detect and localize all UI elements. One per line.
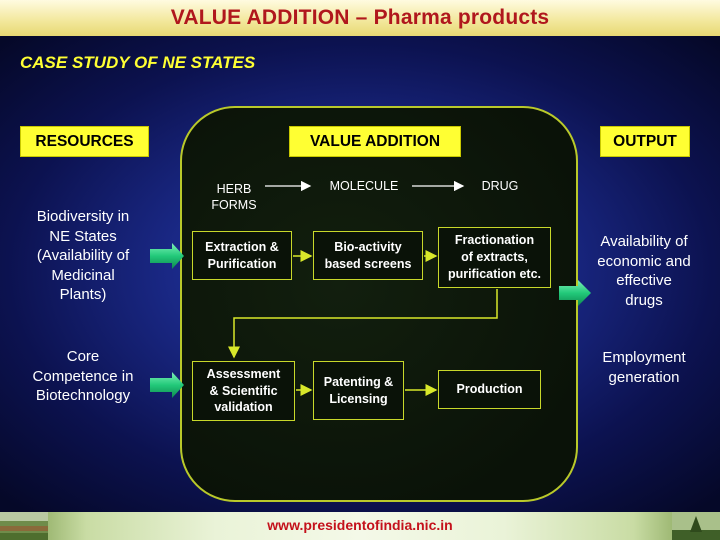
box-line: & Scientific bbox=[209, 383, 278, 398]
output-line: Employment bbox=[602, 349, 686, 366]
output-line: effective bbox=[616, 272, 672, 289]
drug-label: DRUG bbox=[481, 179, 519, 193]
box-line: based screens bbox=[324, 256, 412, 271]
output-header: OUTPUT bbox=[600, 126, 690, 157]
box-line: Fractionation bbox=[454, 233, 535, 248]
molecule-label: MOLECULE bbox=[329, 179, 399, 193]
output-employment: Employment generation bbox=[585, 348, 703, 387]
field-image-icon bbox=[0, 512, 48, 540]
box-line: Assessment bbox=[206, 366, 281, 381]
box-production: Production bbox=[438, 370, 541, 409]
value-addition-header: VALUE ADDITION bbox=[289, 126, 461, 157]
output-line: Availability of bbox=[600, 233, 688, 250]
output-line: economic and bbox=[597, 252, 691, 270]
footer-bar bbox=[0, 512, 720, 540]
box-line: of extracts, bbox=[461, 250, 528, 265]
footer-url[interactable]: www.presidentofindia.nic.in bbox=[267, 517, 453, 533]
output-line: drugs bbox=[625, 291, 663, 309]
slide-title: VALUE ADDITION – Pharma products bbox=[170, 6, 550, 29]
box-line: Production bbox=[456, 382, 523, 397]
output-availability: Availability of economic and effective d… bbox=[585, 232, 703, 310]
box-bioactivity: Bio-activity based screens bbox=[313, 231, 423, 280]
resource-line: Competence in bbox=[32, 367, 134, 385]
resource-biodiversity: Biodiversity in NE States (Availability … bbox=[18, 207, 148, 305]
box-line: Extraction & bbox=[205, 239, 279, 254]
box-line: Bio-activity bbox=[334, 239, 402, 254]
slide-subtitle: CASE STUDY OF NE STATES bbox=[20, 53, 256, 72]
resource-core-competence: Core Competence in Biotechnology bbox=[18, 347, 148, 406]
box-assessment: Assessment & Scientific validation bbox=[192, 361, 295, 421]
box-fractionation: Fractionation of extracts,purification et… bbox=[438, 227, 551, 288]
resource-line: Biodiversity in bbox=[36, 208, 130, 225]
green-arrow-biodiversity bbox=[150, 243, 184, 269]
box-line: Patenting & bbox=[323, 374, 394, 389]
value-addition-panel bbox=[180, 106, 578, 502]
box-line: Purification bbox=[207, 256, 277, 271]
resources-header: RESOURCES bbox=[20, 126, 149, 157]
resource-line: Medicinal bbox=[51, 266, 115, 284]
plant-image-icon bbox=[672, 512, 720, 540]
box-line: validation bbox=[214, 400, 273, 415]
green-arrow-core-competence bbox=[150, 372, 184, 398]
box-line: Licensing bbox=[329, 391, 388, 406]
title-bar: VALUE ADDITION – Pharma products bbox=[0, 0, 720, 36]
resource-line: NE States bbox=[49, 227, 117, 245]
arrow-fractionation-to-assessment bbox=[228, 289, 498, 359]
herb-forms-label: HERB FORMS bbox=[196, 181, 272, 214]
resource-line: (Availability of bbox=[36, 247, 130, 264]
resource-line: Core bbox=[66, 348, 100, 365]
herb-forms-line: FORMS bbox=[211, 198, 257, 213]
box-patenting: Patenting & Licensing bbox=[313, 361, 404, 420]
herb-forms-line: HERB bbox=[216, 182, 252, 196]
box-extraction: Extraction & Purification bbox=[192, 231, 292, 280]
output-line: generation bbox=[608, 368, 680, 386]
resource-line: Plants) bbox=[59, 286, 107, 303]
resource-line: Biotechnology bbox=[35, 387, 131, 404]
green-arrow-output bbox=[559, 280, 591, 306]
box-line: purification etc. bbox=[447, 266, 542, 281]
